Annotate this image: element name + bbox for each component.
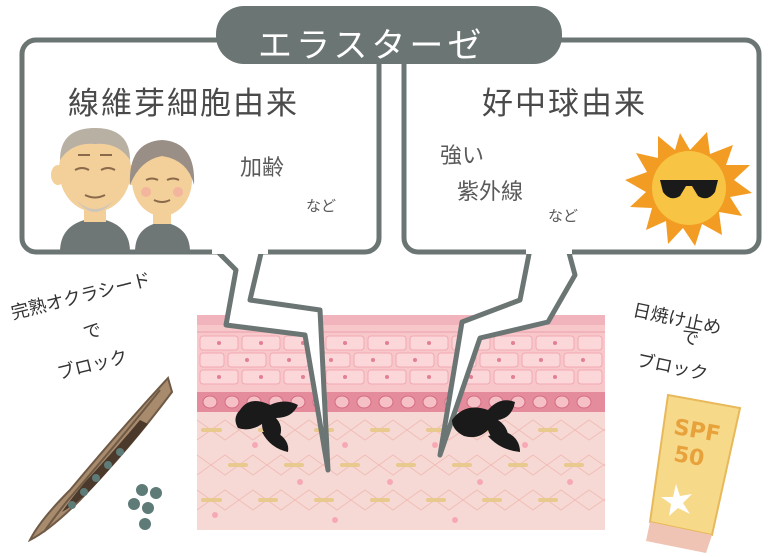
right-panel-heading: 好中球由来 [482, 86, 647, 122]
right-panel-cause-line2: 紫外線 [457, 180, 524, 205]
right-panel-etc: など [548, 207, 579, 225]
left-panel-etc: など [306, 197, 337, 215]
left-panel-heading: 線維芽細胞由来 [68, 86, 299, 122]
right-panel-cause-line1: 強い [440, 144, 485, 169]
left-panel-cause: 加齢 [240, 156, 285, 181]
lightning-bolt-icon [437, 244, 578, 458]
sunscreen-tube-icon [646, 393, 742, 553]
page-title: エラスターゼ [258, 26, 486, 66]
elderly-woman-icon [129, 140, 195, 252]
elderly-man-icon [51, 128, 139, 252]
sunscreen-label-line2: 50 [671, 442, 707, 472]
sun-with-sunglasses-icon [625, 132, 752, 246]
lightning-bolt-icon [212, 244, 331, 473]
title-bar [216, 6, 562, 64]
enzyme-scissors-icon [235, 400, 520, 452]
okra-pod-icon [27, 376, 174, 543]
seeds-icon [128, 484, 162, 530]
